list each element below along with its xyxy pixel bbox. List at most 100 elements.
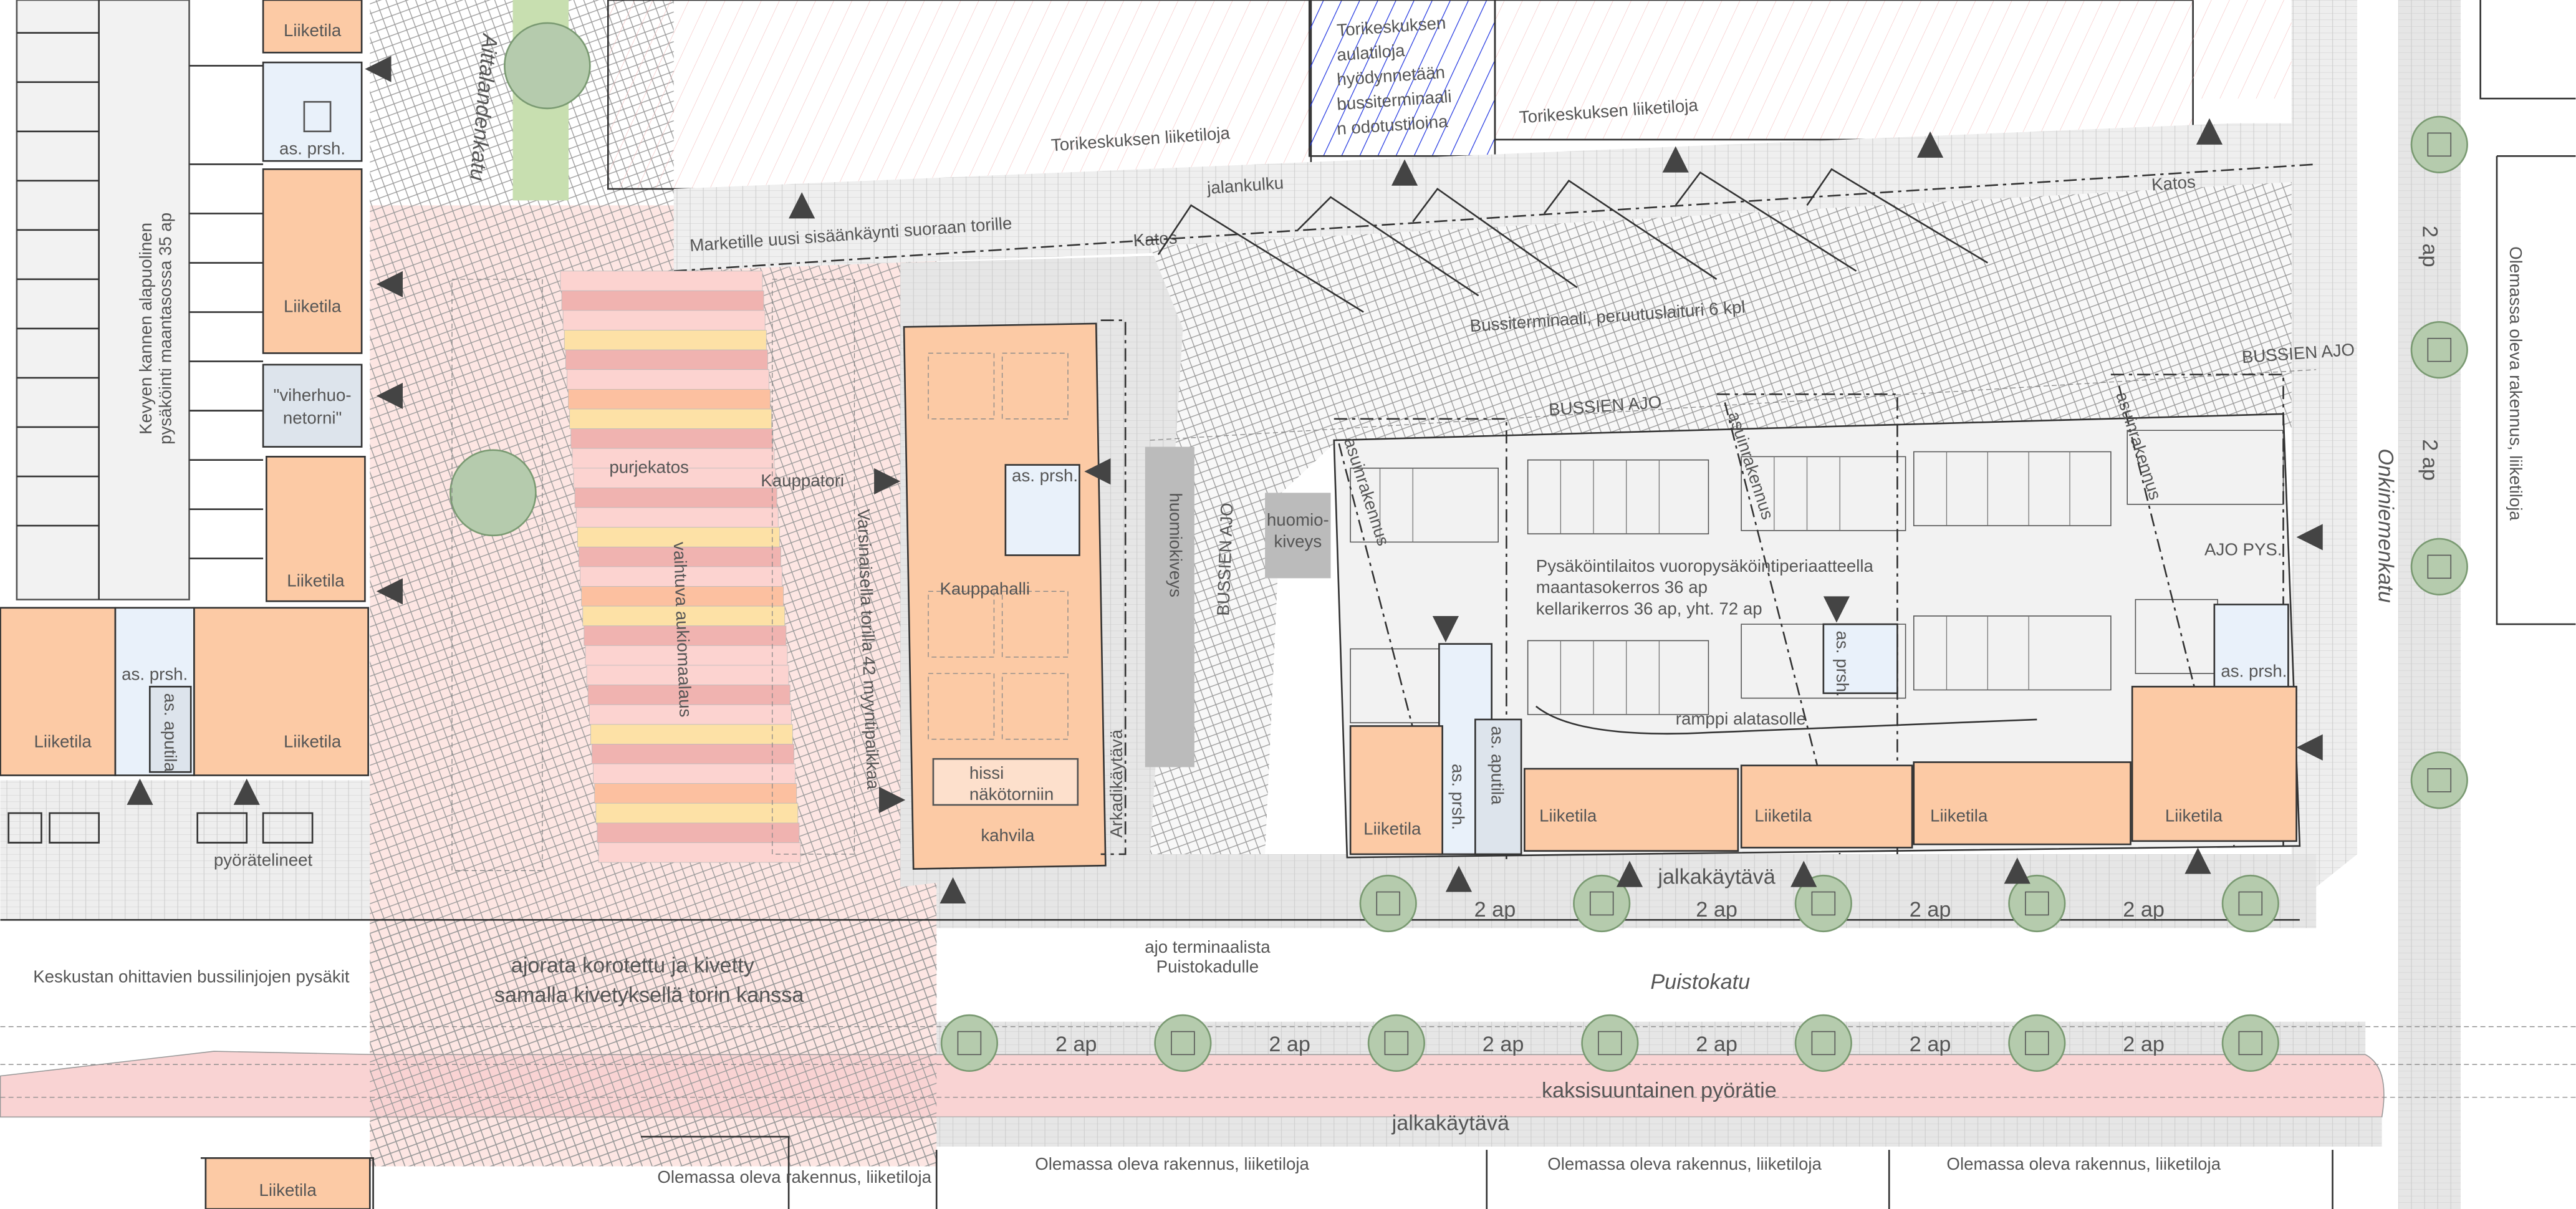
kaksisuuntainen-label: kaksisuuntainen pyörätie <box>1542 1079 1777 1102</box>
tree-icon <box>1367 1014 1425 1072</box>
market-stall <box>580 566 782 587</box>
ajo-terminaalista-label-2: Puistokadulle <box>1156 957 1259 976</box>
pysakointi-label-3: kellarikerros 36 ap, yht. 72 ap <box>1536 599 1762 618</box>
market-stall <box>573 468 776 488</box>
market-stall <box>594 783 797 804</box>
kevyen-label-1: Kevyen kannen alapuolinen <box>136 223 155 435</box>
entrance-arrow-icon <box>2004 857 2031 884</box>
parking-count-label: 2 ap <box>1483 1033 1524 1056</box>
market-stall <box>585 645 788 666</box>
ajo-pys-label: AJO PYS. <box>2204 539 2282 559</box>
tree-icon <box>449 449 537 537</box>
olemassa-label: Olemassa oleva rakennus, liiketiloja <box>1547 1154 1822 1173</box>
pysakointi-label-2: maantasokerros 36 ap <box>1536 577 1708 597</box>
left-parking: Kevyen kannen alapuolinen pysäköinti maa… <box>16 0 264 600</box>
bussien-ajo-label-vertical: BUSSIEN AJO <box>1213 503 1236 616</box>
market-stall <box>561 290 764 311</box>
purjekatos-label: purjekatos <box>609 458 689 477</box>
as-prsh-label: as. prsh. <box>2221 661 2287 680</box>
entrance-arrow-icon <box>2196 118 2223 145</box>
liiketila-label: Liiketila <box>287 571 345 590</box>
huomiokiveys-strip <box>1145 446 1194 768</box>
entrance-arrow-icon <box>1662 146 1689 173</box>
market-stall <box>574 488 777 508</box>
parking-count-label: 2 ap <box>1910 1033 1951 1056</box>
kahvila-label: kahvila <box>981 826 1035 845</box>
liiketila-label: Liiketila <box>1930 806 1988 825</box>
olemassa-label: Olemassa oleva rakennus, liiketiloja <box>1946 1154 2221 1173</box>
entrance-arrow-icon <box>1391 159 1418 186</box>
parking-count-label: 2 ap <box>1474 898 1516 922</box>
tree-icon <box>1794 874 1852 933</box>
tree-icon <box>1154 1014 1212 1072</box>
market-stall <box>575 507 779 528</box>
parking-count-label: 2 ap <box>1269 1033 1310 1056</box>
huomio-label-1: huomio- <box>1267 510 1329 529</box>
tree-icon <box>940 1014 999 1072</box>
entrance-arrow-icon <box>2184 847 2211 874</box>
keskustan-label: Keskustan ohittavien bussilinjojen pysäk… <box>33 966 350 986</box>
tree-icon <box>1359 874 1417 933</box>
pyoratelineet-label: pyörätelineet <box>214 850 313 869</box>
parking-count-label: 2 ap <box>1055 1033 1097 1056</box>
pysakointi-label-1: Pysäköintilaitos vuoropysäköintiperiaatt… <box>1536 556 1874 576</box>
market-stall <box>577 527 780 547</box>
plaza-labels: purjekatos Kauppatori vaihtuva aukiomaal… <box>33 279 883 1007</box>
parking-building: asuinrakennus asuinrakennus asuinrakennu… <box>1333 373 2301 859</box>
entrance-arrow-icon <box>789 192 815 219</box>
arkadikaytava-label: Arkadikäytävä <box>1107 729 1126 837</box>
market-stall <box>569 408 772 430</box>
as-aputila-label: as. aputila <box>1488 726 1507 805</box>
jalkakaytava-label-bottom: jalkakäytävä <box>1391 1112 1510 1135</box>
market-stall <box>582 605 786 627</box>
market-stall <box>590 724 793 744</box>
entrance-arrow-icon <box>2296 734 2323 761</box>
market-stall <box>581 586 784 607</box>
tree-icon <box>2410 321 2468 379</box>
onkiniemenkatu-label: Onkiniemenkatu <box>2373 448 2397 602</box>
torikeskus-building-left <box>607 0 1312 190</box>
nakotorniin-label: näkötorniin <box>969 784 1054 804</box>
entrance-arrow-icon <box>376 271 403 297</box>
tree-icon <box>2410 115 2468 173</box>
katos-label-right: Katos <box>2151 172 2196 195</box>
huomio-label-2: kiveys <box>1274 531 1322 551</box>
market-stall <box>567 369 769 390</box>
tree-icon <box>2008 874 2066 933</box>
liiketila-label: Liiketila <box>259 1180 317 1200</box>
street-labels: jalkakäytävä Puistokatu ajo terminaalist… <box>200 0 2576 1209</box>
parking-count-label: 2 ap <box>2123 1033 2165 1056</box>
entrance-arrow-icon <box>2296 524 2323 551</box>
tree-icon <box>504 22 591 110</box>
market-stall <box>597 822 800 843</box>
jalkakaytava-label: jalkakäytävä <box>1657 865 1776 889</box>
liiketila-label: Liiketila <box>1363 819 1421 838</box>
market-stall <box>572 448 775 469</box>
hissi-label: hissi <box>969 763 1004 783</box>
entrance-arrow-icon <box>1790 860 1817 887</box>
market-stall-strip <box>560 271 801 863</box>
market-stall <box>589 704 792 725</box>
market-stall <box>565 349 768 370</box>
entrance-arrow-icon <box>365 55 392 82</box>
raised-road <box>370 920 937 1167</box>
kauppahalli-building: as. prsh. Kauppahalli hissi näkötorniin … <box>903 319 1331 870</box>
viherhuonetorni-label-2: netorni" <box>283 408 342 428</box>
ajorata-label-2: samalla kivetyksellä torin kanssa <box>494 983 805 1007</box>
entrance-arrow-icon <box>1445 865 1473 892</box>
ajo-terminaalista-label-1: ajo terminaalista <box>1145 937 1271 956</box>
left-buildings: Liiketila as. prsh. Liiketila "viherhuo-… <box>0 0 369 869</box>
entrance-arrow-icon <box>874 468 901 494</box>
market-stall <box>593 763 796 784</box>
olemassa-label: Olemassa oleva rakennus, liiketiloja <box>657 1167 931 1187</box>
tree-icon <box>1573 874 1631 933</box>
as-prsh-label: as. prsh. <box>1012 466 1078 485</box>
market-stall <box>592 744 794 764</box>
huomiokiveys-label: huomiokiveys <box>1166 493 1185 597</box>
parking-count-label: 2 ap <box>1696 898 1737 922</box>
entrance-arrow-icon <box>233 778 260 805</box>
parking-count-label: 2 ap <box>2418 226 2441 267</box>
liiketila-label: Liiketila <box>2165 806 2223 825</box>
